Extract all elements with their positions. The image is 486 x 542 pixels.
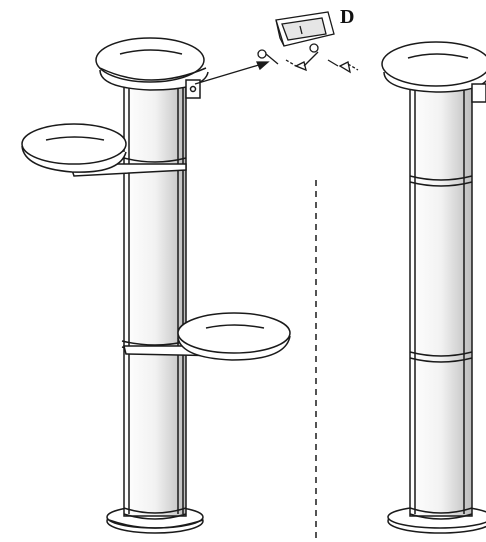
left-lower-shelf (123, 312, 291, 361)
right-ring-lower (409, 351, 473, 363)
right-post (409, 83, 473, 520)
left-top-perch (95, 37, 209, 91)
right-cat-tree (381, 41, 486, 534)
left-upper-shelf (21, 123, 187, 177)
left-top-bracket (185, 79, 201, 99)
screw-left (257, 49, 279, 65)
left-cat-tree (21, 37, 291, 534)
bracket-detail (257, 11, 359, 74)
detail-arrow (194, 61, 270, 85)
left-post (123, 79, 187, 520)
right-top-perch (381, 41, 486, 93)
wall-bracket (275, 11, 335, 47)
right-ring-upper (409, 175, 473, 187)
screw-middle (294, 43, 319, 72)
right-top-bracket (471, 83, 486, 103)
detail-callout-label: D (340, 6, 355, 28)
screw-right (327, 59, 359, 74)
